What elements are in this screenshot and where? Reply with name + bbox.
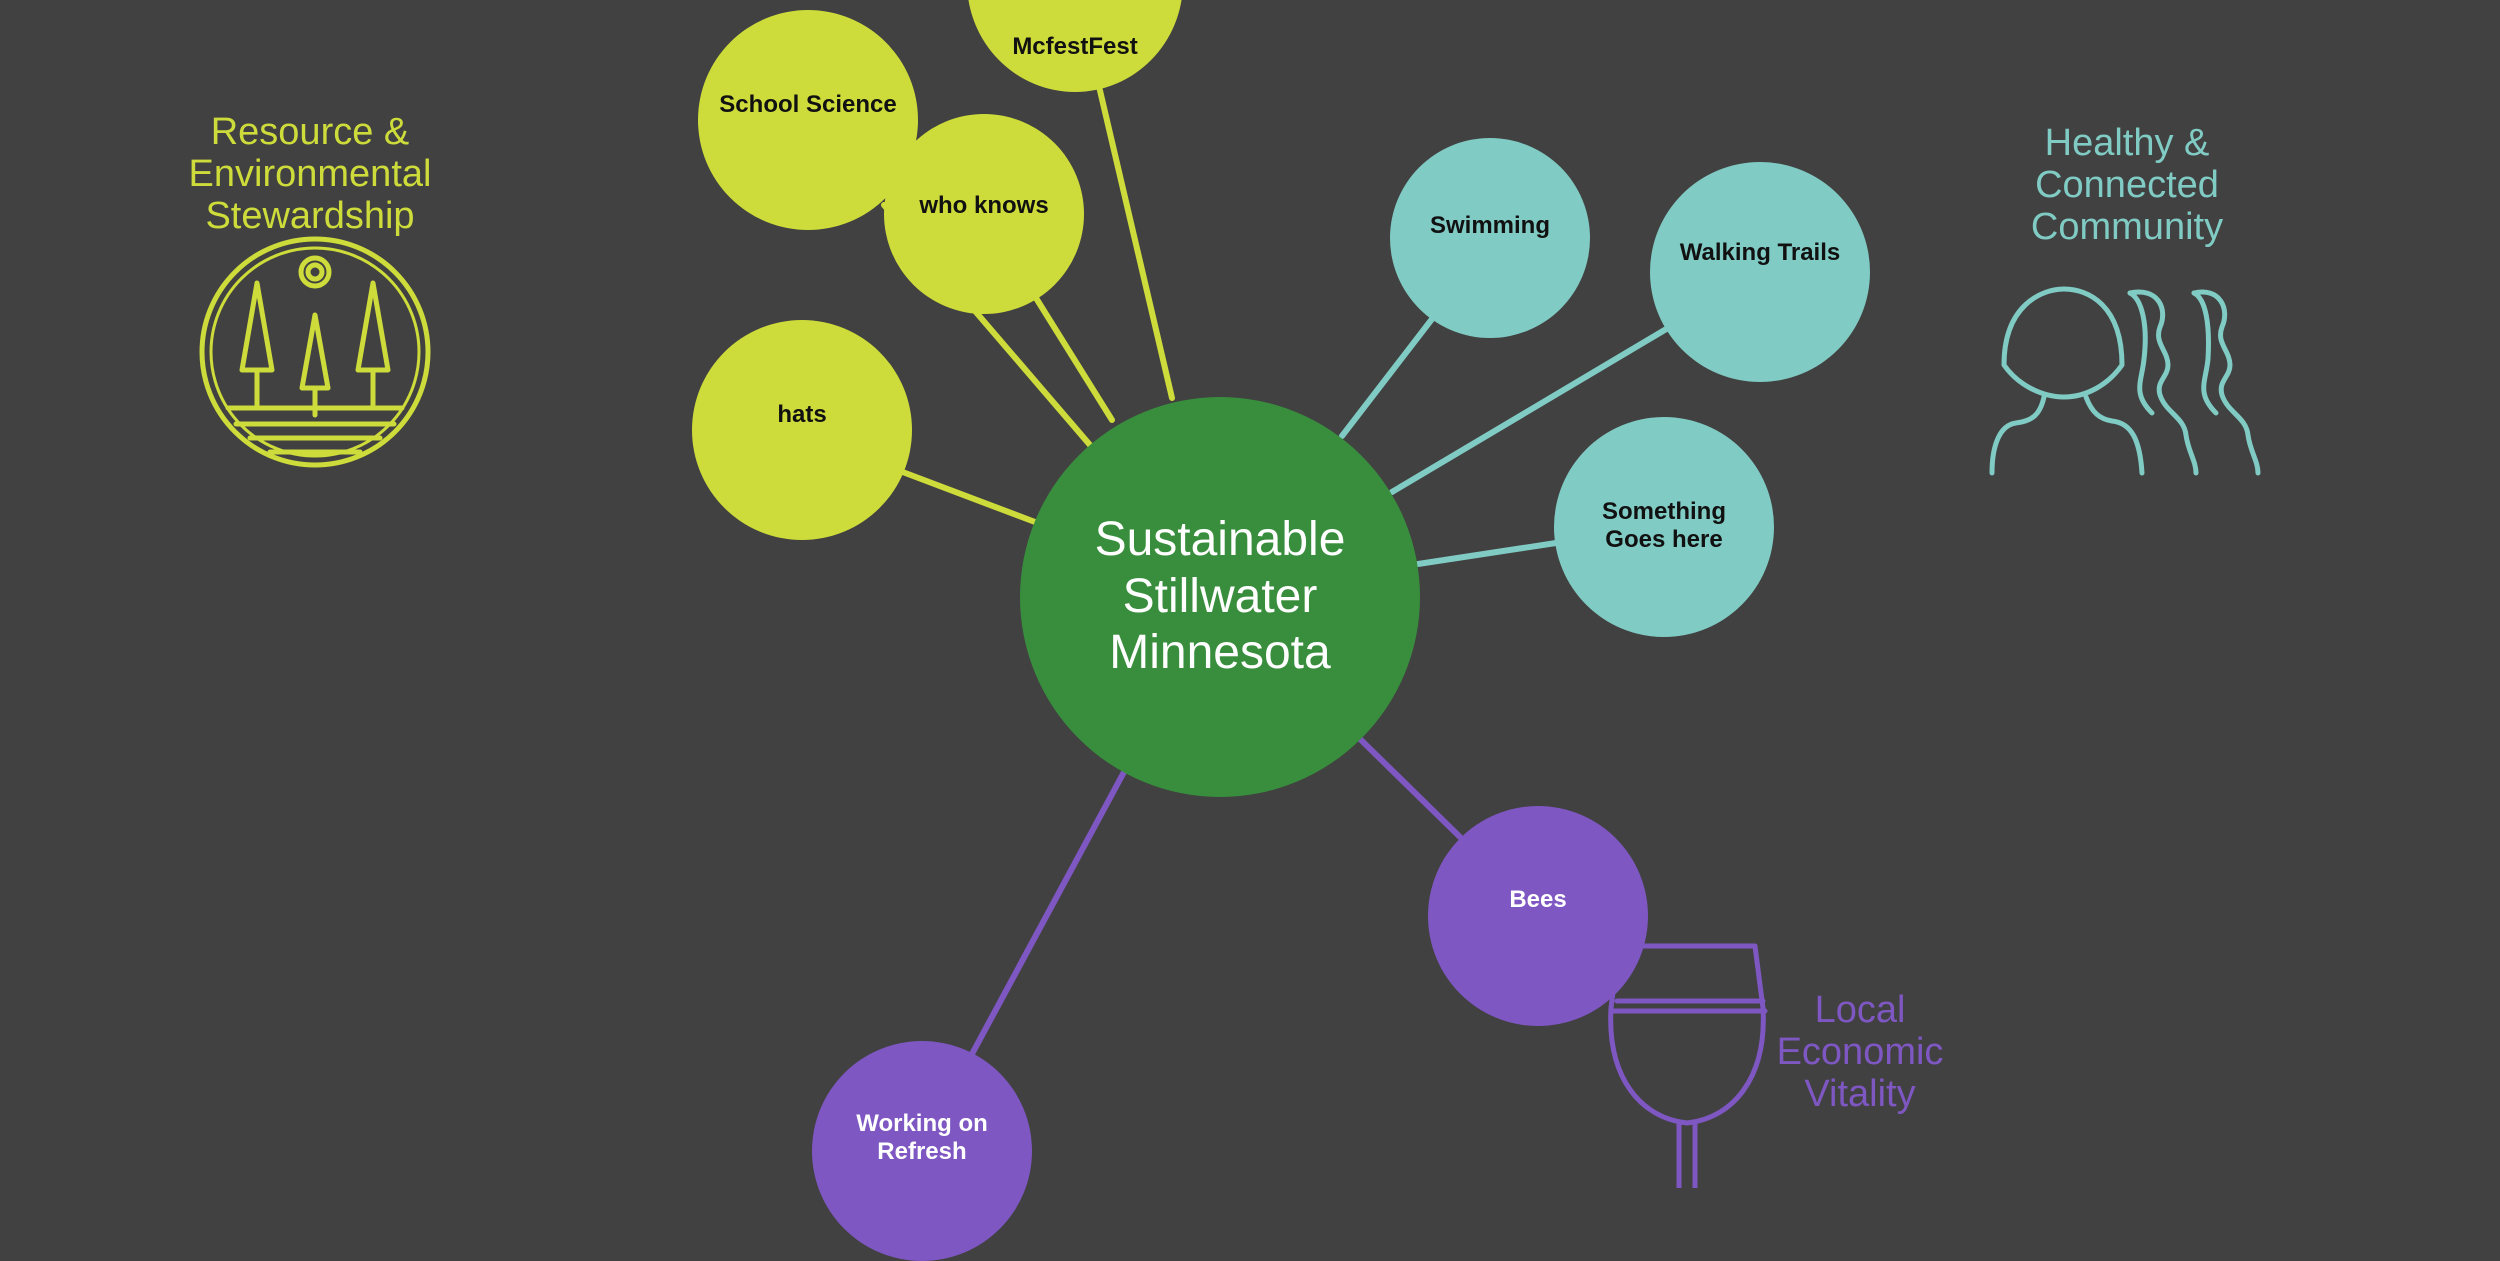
category-label-economic: Local Economic Vitality xyxy=(1776,989,1944,1115)
node-label: Swimming xyxy=(1429,211,1550,239)
node-working-on-refresh[interactable]: Working on Refresh xyxy=(812,1041,1032,1261)
connector-working-on-refresh xyxy=(969,769,1127,1057)
node-label: Walking Trails xyxy=(1679,238,1841,266)
node-label: Working on Refresh xyxy=(856,1109,988,1165)
node-label: McfestFest xyxy=(1012,32,1138,60)
node-label: Bees xyxy=(1509,885,1567,913)
center-node-title: Sustainable Stillwater Minnesota xyxy=(1094,513,1346,680)
node-label: School Science xyxy=(719,90,897,118)
node-who-knows[interactable]: who knows xyxy=(884,114,1084,314)
people-group-icon xyxy=(1989,286,2261,476)
connector-who-knows xyxy=(1033,295,1115,423)
connector-bees xyxy=(1357,736,1463,840)
node-hats[interactable]: hats xyxy=(692,320,912,540)
node-label: Something Goes here xyxy=(1602,497,1726,553)
node-school-science[interactable]: School Science xyxy=(698,10,918,230)
center-node[interactable]: Sustainable Stillwater Minnesota xyxy=(1020,397,1420,797)
connector-something xyxy=(1415,540,1559,567)
wine-glass-icon xyxy=(1608,943,1768,1188)
forest-badge-icon xyxy=(199,236,431,468)
mind-map-canvas: Resource & Environmental Stewardship Hea… xyxy=(188,0,2261,1261)
node-label: hats xyxy=(777,400,827,428)
connector-swimming xyxy=(1339,316,1435,439)
node-walking-trails[interactable]: Walking Trails xyxy=(1650,162,1870,382)
node-something-goes-here[interactable]: Something Goes here xyxy=(1554,417,1774,637)
node-swimming[interactable]: Swimming xyxy=(1390,138,1590,338)
node-label: who knows xyxy=(919,191,1049,219)
connector-walking-trails xyxy=(1389,325,1671,495)
connector-mcfestfest xyxy=(1095,79,1175,401)
category-label-healthy: Healthy & Connected Community xyxy=(2030,122,2224,248)
node-bees[interactable]: Bees xyxy=(1428,806,1648,1026)
connector-hats xyxy=(897,468,1038,525)
category-label-resource: Resource & Environmental Stewardship xyxy=(188,111,432,237)
